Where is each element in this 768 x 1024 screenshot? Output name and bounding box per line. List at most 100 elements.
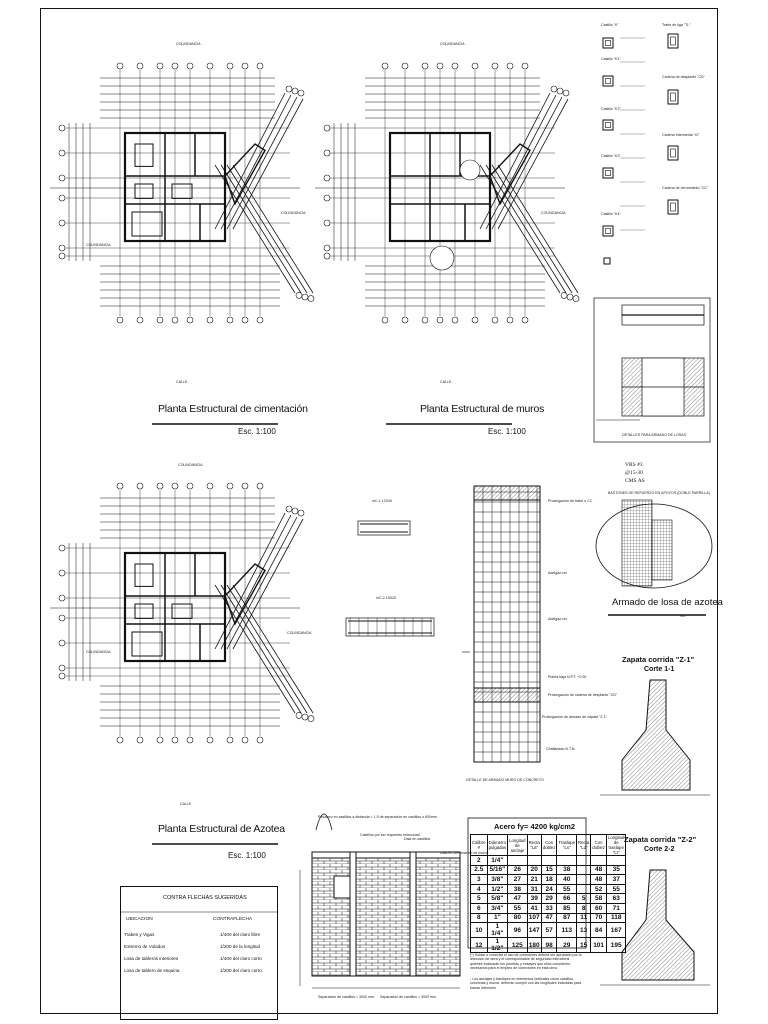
acero-cell: 80 [507,912,528,924]
beam-label: mC-2 15X20 [376,596,397,600]
acero-header-cell: Con doblez [540,834,558,856]
losa-note: @15-30 [625,470,643,476]
cadena-section [667,33,679,49]
cadena-label: Cadena de cerramiento "CC" [662,186,709,190]
grid-bubble [58,252,66,260]
grid-bubble [58,672,66,680]
acero-header-cell: Longitud de traslape "Lt" [605,834,627,856]
grid-bubble [323,124,331,132]
muro-concreto [473,485,541,763]
acero-cell [540,855,558,866]
castillo-section [602,167,614,179]
castillo-rebar [605,78,611,84]
arch-detail [315,813,333,831]
water-tank [459,159,481,181]
acero-cell: 18 [540,874,558,885]
grid-bubble [323,149,331,157]
grid-bubble [381,62,389,70]
cadena-label: Cadena de desplante "CD" [662,75,705,79]
street-label: COLINDANCIA [281,211,306,215]
grid-bubble [491,316,499,324]
water-tank [429,245,455,271]
building-outline [123,131,227,243]
castillo-label: Castillo "K1" [601,57,621,61]
muro-concreto-label: Prolongación de cadena de desplante "CD" [548,693,618,697]
grid-bubble [206,62,214,70]
cadena-section [667,199,679,215]
diagonal-axis [232,164,314,294]
drawing-sheet-border [40,8,718,1014]
grid-bubble [521,62,529,70]
grid-bubble [186,62,194,70]
acero-cell: 15 [576,937,592,954]
acero-cell: 15 [540,864,558,876]
acero-cell [605,855,627,866]
acero-cell: 13 [576,922,592,939]
castillo [349,851,357,977]
acero-cell: 55 [556,883,578,895]
footing [134,143,154,167]
grid-bubble [291,87,299,95]
grid-bubble [381,316,389,324]
losa-grid-parrilla [651,519,673,581]
footing [134,603,154,619]
grid-bubble [560,292,568,299]
footing [131,211,163,237]
grid-bubble [562,89,570,97]
contraflechas-col1: UBICACION [126,917,153,922]
acero-cell: 84 [590,922,607,939]
acero-cell: 10 [470,922,488,939]
grid-bubble [256,62,264,70]
acero-header-cell: Con doblez [590,834,607,856]
diagonal-axis [497,98,569,230]
muro-concreto-caption: DETALLE DE ARMADO MURO DE CONCRETO [466,778,544,782]
plan-title-cimentacion: Planta Estructural de cimentación [158,403,308,415]
zapata-z1-title: Zapata corrida "Z-1" [622,655,695,664]
grid-bubble [297,89,305,97]
castillo-label: Castillo "K2" [601,107,621,111]
grid-bubble [206,736,214,744]
acero-header-cell: Recta "La" [526,834,542,856]
acero-cell: 8 [576,902,592,914]
grid-bubble [550,85,558,93]
wall [489,143,531,206]
grid-bubble [301,293,309,301]
street-label: COLINDANCIA [287,631,312,635]
acero-cell: 52 [590,883,607,895]
diagonal-axis [220,514,292,650]
acero-cell: 8 [470,912,488,924]
grid-bubble [291,507,299,515]
contraflecha-cell: Trabes y Vigas [124,931,155,937]
grid-bubble [58,639,66,647]
acero-cell: 1" [486,912,509,924]
grid-bubble [58,194,66,202]
acero-cell: 57 [540,922,558,939]
grid-bubble [506,316,514,324]
acero-cell: 167 [605,922,627,939]
diagonal-axis [214,92,286,230]
footing [131,631,163,657]
losa-note: CMS AS [625,478,645,484]
grid-bubble [401,316,409,324]
grid-bubble [171,482,179,490]
grid-bubble [241,482,249,490]
footing [134,563,154,587]
grid-bubble [451,62,459,70]
acero-header-cell: Traslape "Ls" [556,834,578,856]
acero-cell [526,855,542,866]
acero-cell: 1/4" [486,855,509,866]
acero-cell: 47 [507,893,528,904]
street-label: COLINDANCIA [86,650,111,654]
castillo-section [602,119,614,131]
beam-mc2 [345,617,435,637]
acero-cell: 3/4" [486,902,509,914]
grid-bubble [471,62,479,70]
zapata-z1-section [621,679,691,791]
